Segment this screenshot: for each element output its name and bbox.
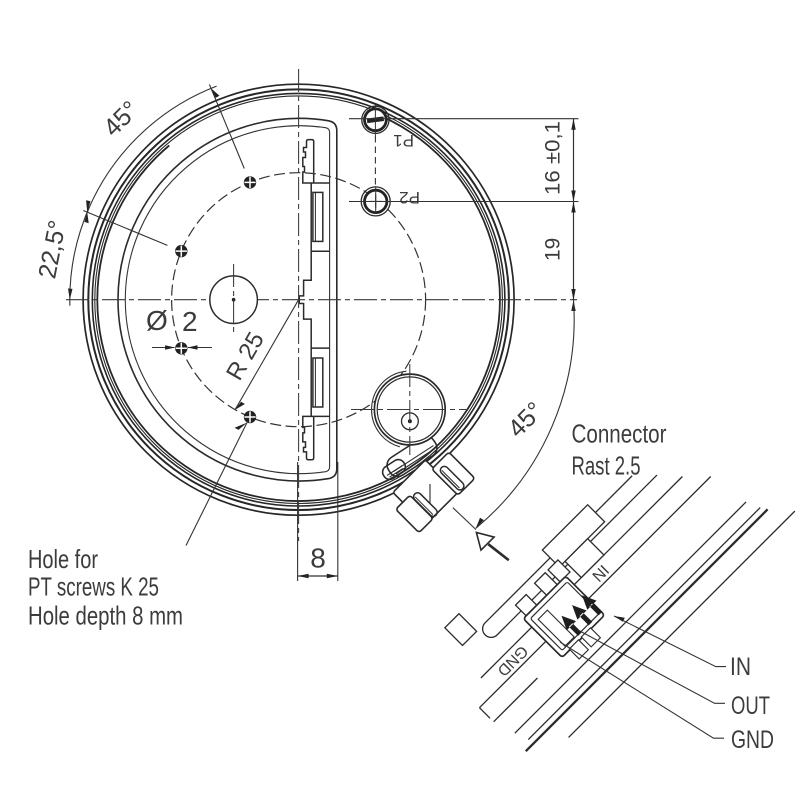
- svg-text:19: 19: [542, 238, 565, 261]
- svg-text:GND: GND: [731, 726, 774, 754]
- svg-text:Rast 2.5: Rast 2.5: [572, 451, 641, 481]
- svg-text:2: 2: [182, 306, 198, 337]
- svg-text:IN: IN: [730, 653, 751, 681]
- svg-text:PT screws K 25: PT screws K 25: [28, 572, 159, 602]
- svg-text:Hole depth 8 mm: Hole depth 8 mm: [28, 600, 183, 630]
- svg-text:OUT: OUT: [731, 692, 770, 720]
- svg-text:8: 8: [310, 543, 326, 574]
- svg-text:Hole for: Hole for: [28, 544, 98, 574]
- svg-text:Ø: Ø: [146, 305, 168, 336]
- svg-text:P1: P1: [393, 131, 414, 150]
- svg-text:P2: P2: [399, 188, 420, 207]
- svg-text:Connector: Connector: [572, 419, 667, 449]
- svg-text:16 ±0,1: 16 ±0,1: [542, 121, 565, 195]
